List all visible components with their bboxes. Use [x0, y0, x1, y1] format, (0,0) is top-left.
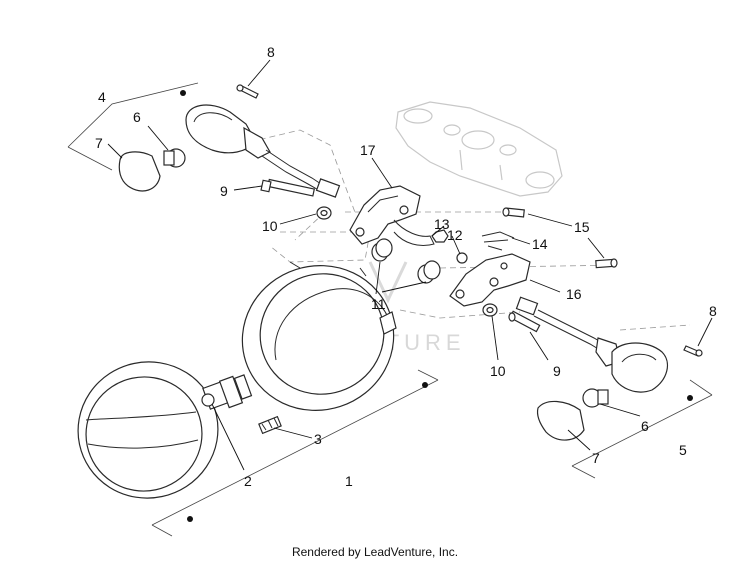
- bolt-15: [502, 207, 618, 269]
- lens-left: [118, 151, 161, 192]
- callout-15: 15: [574, 219, 590, 235]
- bulb-left: [163, 148, 186, 168]
- callout-1: 1: [345, 473, 353, 489]
- callout-labels: 1 2 3 4 5 6 6 7 7 8 8 9 9 10 10 11 12 13…: [95, 44, 717, 489]
- callout-6-left: 6: [133, 109, 141, 125]
- leader-lines: [107, 59, 713, 471]
- callout-8-top: 8: [267, 44, 275, 60]
- callout-12: 12: [447, 227, 463, 243]
- callout-7-left: 7: [95, 135, 103, 151]
- bulb-right: [582, 388, 609, 408]
- callout-4: 4: [98, 89, 106, 105]
- mount-bracket-16: [449, 253, 531, 307]
- callout-3: 3: [314, 431, 322, 447]
- callout-7-right: 7: [592, 450, 600, 466]
- headlight-bulb: [201, 374, 253, 410]
- lens-right: [536, 400, 585, 441]
- grommet-10-right: [482, 303, 498, 317]
- bracket-group-5: [571, 379, 713, 479]
- bolt-9-right: [508, 310, 541, 333]
- bolt-9-left: [260, 178, 316, 197]
- turn-signal-left: [185, 104, 341, 198]
- spacer-11-a: [371, 238, 393, 262]
- grommet-10-left: [316, 206, 332, 220]
- callout-16: 16: [566, 286, 582, 302]
- callout-10-left: 10: [262, 218, 278, 234]
- callout-5: 5: [679, 442, 687, 458]
- callout-9-right: 9: [553, 363, 561, 379]
- clip-13: [393, 219, 435, 246]
- headlight-lens: [77, 361, 219, 499]
- bracket-group-4: [67, 82, 199, 171]
- callout-11: 11: [371, 296, 386, 312]
- clip-14: [481, 231, 515, 251]
- callout-8-right: 8: [709, 303, 717, 319]
- footer-credit: Rendered by LeadVenture, Inc.: [291, 545, 459, 559]
- callout-9-left: 9: [220, 183, 228, 199]
- turn-signal-right: [515, 296, 669, 393]
- callout-10-right: 10: [490, 363, 506, 379]
- callout-17: 17: [360, 142, 376, 158]
- spacer-11-b: [417, 260, 441, 284]
- mount-bracket-17: [349, 185, 421, 245]
- callout-13: 13: [434, 216, 450, 232]
- headlight-housing: [241, 261, 397, 411]
- screw-8-left: [236, 84, 259, 99]
- screw-8-right: [683, 345, 703, 357]
- callout-6-right: 6: [641, 418, 649, 434]
- pilot-bulb: [258, 415, 282, 435]
- bracket-group-1: [151, 369, 439, 537]
- callout-14: 14: [532, 236, 548, 252]
- callout-2: 2: [244, 473, 252, 489]
- triple-clamp-ghost: [395, 101, 563, 197]
